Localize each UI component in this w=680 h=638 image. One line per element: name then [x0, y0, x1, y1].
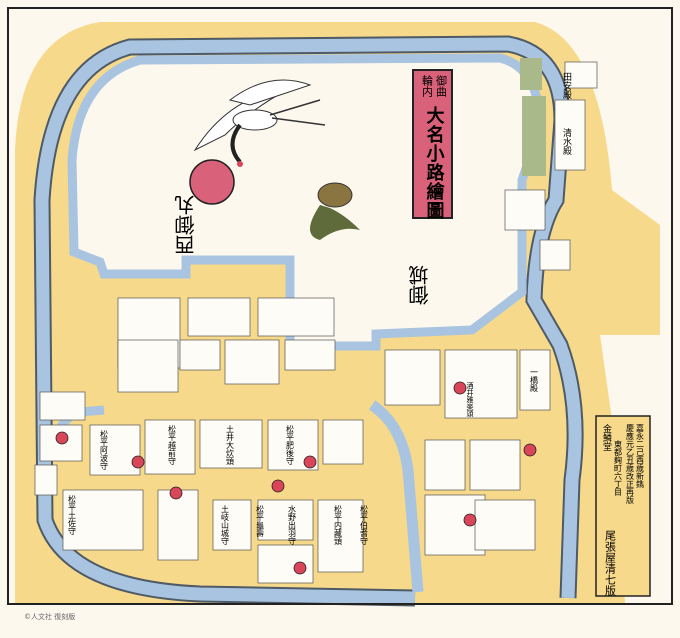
family-crest-icon [453, 381, 467, 395]
estate-block [179, 339, 221, 371]
estate-label: 松平土佐守 [68, 494, 77, 536]
estate-block [144, 419, 196, 475]
estate-block [62, 489, 144, 551]
label-sakai: 酒井雅楽頭 [466, 382, 474, 418]
estate-block [564, 61, 598, 89]
family-crest-icon [293, 561, 307, 575]
family-crest-icon [303, 455, 317, 469]
family-crest-icon [131, 455, 145, 469]
estate-block [224, 339, 280, 385]
colophon-box [595, 415, 651, 597]
family-crest-icon [271, 479, 285, 493]
copyright-notice: ©人文社 復刻版 [24, 613, 76, 621]
turtle-illustration [310, 182, 360, 240]
label-goshiro: 御城 [408, 265, 432, 305]
label-tayasu: 田安殿 [561, 72, 572, 100]
estate-label: 松平内藏頭 [334, 504, 343, 546]
estate-block [89, 424, 141, 476]
title-main: 大名小路繪圖 [424, 105, 445, 220]
estate-block [322, 419, 364, 465]
estate-block [317, 499, 364, 573]
estate-label: 松平龜壽 [256, 504, 265, 537]
estate-block [199, 419, 263, 469]
estate-label: 土岐山城守 [221, 504, 230, 546]
colophon-line: 東都麹町六丁目 [614, 439, 623, 497]
estate-block [474, 499, 536, 551]
label-shimizu: 清水殿 [561, 127, 572, 156]
colophon-line: 慶應元乙丑歳改正再版 [626, 423, 635, 505]
title-cartouche [412, 69, 453, 219]
title-sub-left: 輪内 [421, 74, 434, 98]
estate-block [117, 339, 179, 393]
estate-block [39, 391, 86, 421]
estate-block [257, 499, 314, 541]
label-hitotsubashi: 一橋殿 [530, 368, 539, 393]
estate-block [424, 439, 466, 491]
family-crest-icon [55, 431, 69, 445]
green-field [520, 58, 542, 90]
map-frame [7, 7, 673, 605]
estate-block [469, 439, 521, 491]
label-nishinomaru: 西御丸 [174, 195, 198, 255]
inner-moat [368, 400, 424, 593]
estate-block [384, 349, 441, 406]
colophon-line: 尾張屋清七版 [604, 530, 617, 597]
estate-block [34, 464, 58, 496]
estate-block [257, 297, 335, 337]
estate-block [504, 189, 546, 231]
estate-label: 松平越前守 [168, 424, 177, 466]
estate-block [554, 99, 586, 171]
estate-label: 土井大炊頭 [226, 424, 235, 466]
outer-moat-water [35, 37, 582, 605]
compass-mon [189, 159, 235, 205]
family-crest-icon [169, 486, 183, 500]
estate-block [539, 239, 571, 271]
green-field [522, 96, 546, 176]
family-crest-icon [523, 443, 537, 457]
estate-label: 水野出羽守 [288, 504, 297, 546]
family-crest-icon [463, 513, 477, 527]
estate-label: 松平伯耆守 [360, 504, 369, 546]
estate-label: 松平肥後守 [286, 424, 295, 466]
estate-block [187, 297, 251, 337]
estate-label: 松平阿波守 [100, 429, 109, 471]
crane-illustration [193, 79, 326, 167]
estate-block [284, 339, 336, 371]
estate-block [519, 349, 551, 411]
estate-block [212, 499, 252, 551]
colophon-line: 嘉永二己酉歳新鐫 [636, 423, 645, 489]
estate-block [157, 489, 199, 561]
title-sub-right: 御曲 [435, 74, 448, 97]
colophon-line: 金鱗堂 [601, 423, 612, 451]
